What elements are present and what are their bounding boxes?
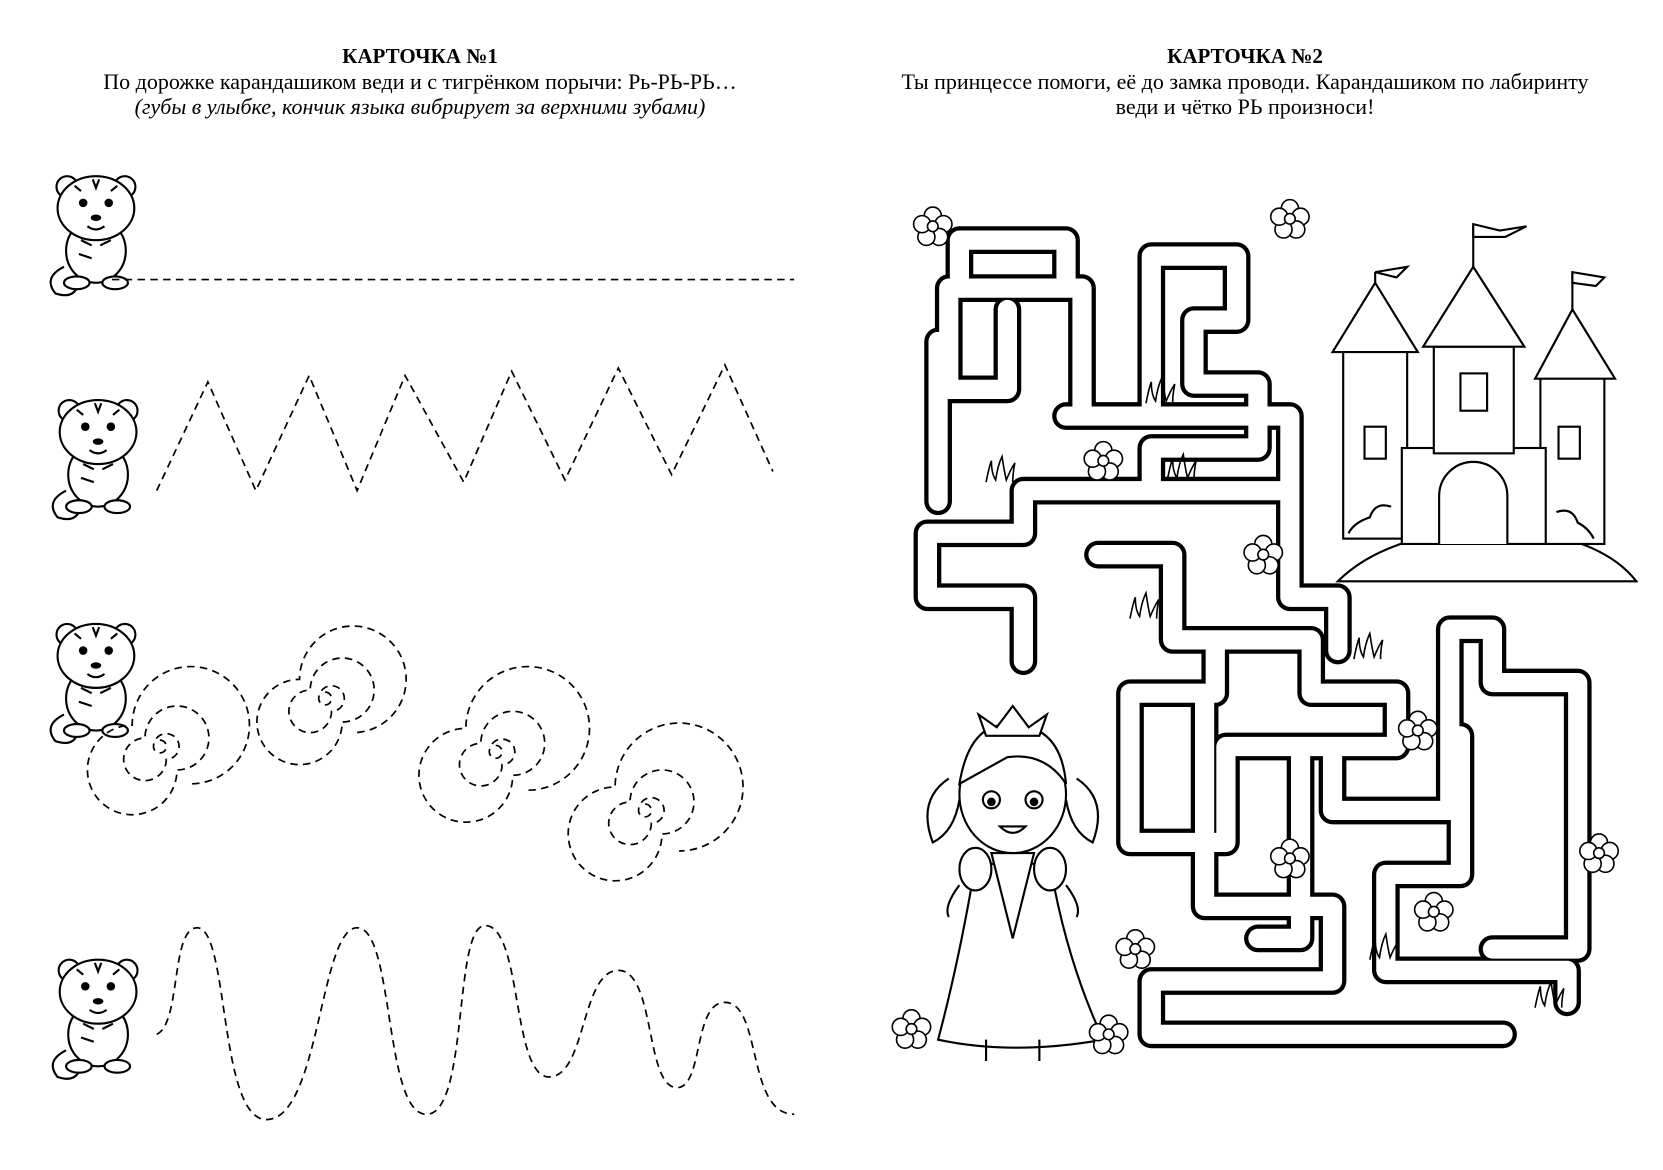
card-1-title: КАРТОЧКА №1 <box>342 44 498 68</box>
card-1-instruction: По дорожке карандашиком веди и с тигрёнк… <box>103 69 737 94</box>
flower-icon <box>1269 198 1310 239</box>
tiger-icon <box>49 622 137 745</box>
tiger-icon <box>49 175 137 297</box>
card-2-instruction-line-2: веди и чётко РЬ произноси! <box>1115 94 1375 119</box>
dashed-zigzag-line[interactable] <box>155 362 774 493</box>
maze[interactable] <box>913 240 1592 1034</box>
flower-icon <box>1413 891 1454 932</box>
princess-illustration <box>926 704 1105 1061</box>
tiger-icon <box>51 398 139 521</box>
grass-icon <box>1353 632 1384 660</box>
tiger-icon <box>51 958 139 1080</box>
card-2-title: КАРТОЧКА №2 <box>1167 44 1323 68</box>
card-2-header: КАРТОЧКА №2 Ты принцессе помоги, её до з… <box>850 44 1640 119</box>
dashed-wave-line[interactable] <box>156 924 795 1121</box>
castle-illustration <box>1330 222 1639 583</box>
grass-icon <box>1129 592 1160 620</box>
grass-icon <box>985 455 1016 483</box>
card-2-instruction-line-1: Ты принцессе помоги, её до замка проводи… <box>901 69 1589 94</box>
card-1-header: КАРТОЧКА №1 По дорожке карандашиком веди… <box>20 44 820 119</box>
flower-icon <box>1083 440 1124 481</box>
card-1-hint: (губы в улыбке, кончик языка вибрирует з… <box>134 94 706 119</box>
dashed-spirals[interactable] <box>86 625 744 882</box>
flower-icon <box>912 206 953 247</box>
flower-icon <box>1115 929 1156 970</box>
flower-icon <box>891 1009 932 1049</box>
